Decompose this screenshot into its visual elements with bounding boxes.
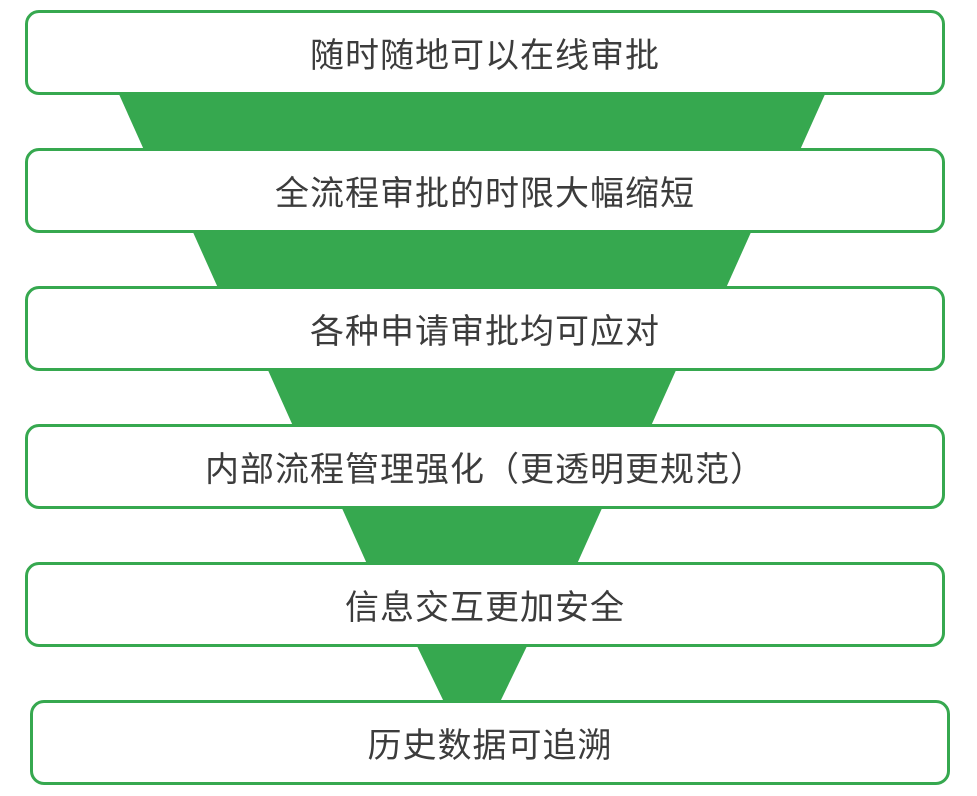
stage-label-5: 信息交互更加安全 xyxy=(345,588,625,628)
stage-label-6: 历史数据可追溯 xyxy=(367,726,613,766)
stage-box-5: 信息交互更加安全 xyxy=(25,562,945,647)
stage-label-4: 内部流程管理强化（更透明更规范） xyxy=(205,450,765,490)
stage-label-1: 随时随地可以在线审批 xyxy=(310,36,660,76)
stage-box-4: 内部流程管理强化（更透明更规范） xyxy=(25,424,945,509)
funnel-segment-3 xyxy=(267,368,677,426)
stage-box-3: 各种申请审批均可应对 xyxy=(25,286,945,371)
stage-box-2: 全流程审批的时限大幅缩短 xyxy=(25,148,945,233)
stage-box-6: 历史数据可追溯 xyxy=(30,700,950,785)
funnel-segment-2 xyxy=(192,230,752,288)
funnel-segment-1 xyxy=(118,92,826,150)
funnel-segment-5 xyxy=(416,644,528,702)
stage-box-1: 随时随地可以在线审批 xyxy=(25,10,945,95)
stage-label-2: 全流程审批的时限大幅缩短 xyxy=(275,174,695,214)
funnel-segment-4 xyxy=(341,506,603,564)
stage-label-3: 各种申请审批均可应对 xyxy=(310,312,660,352)
